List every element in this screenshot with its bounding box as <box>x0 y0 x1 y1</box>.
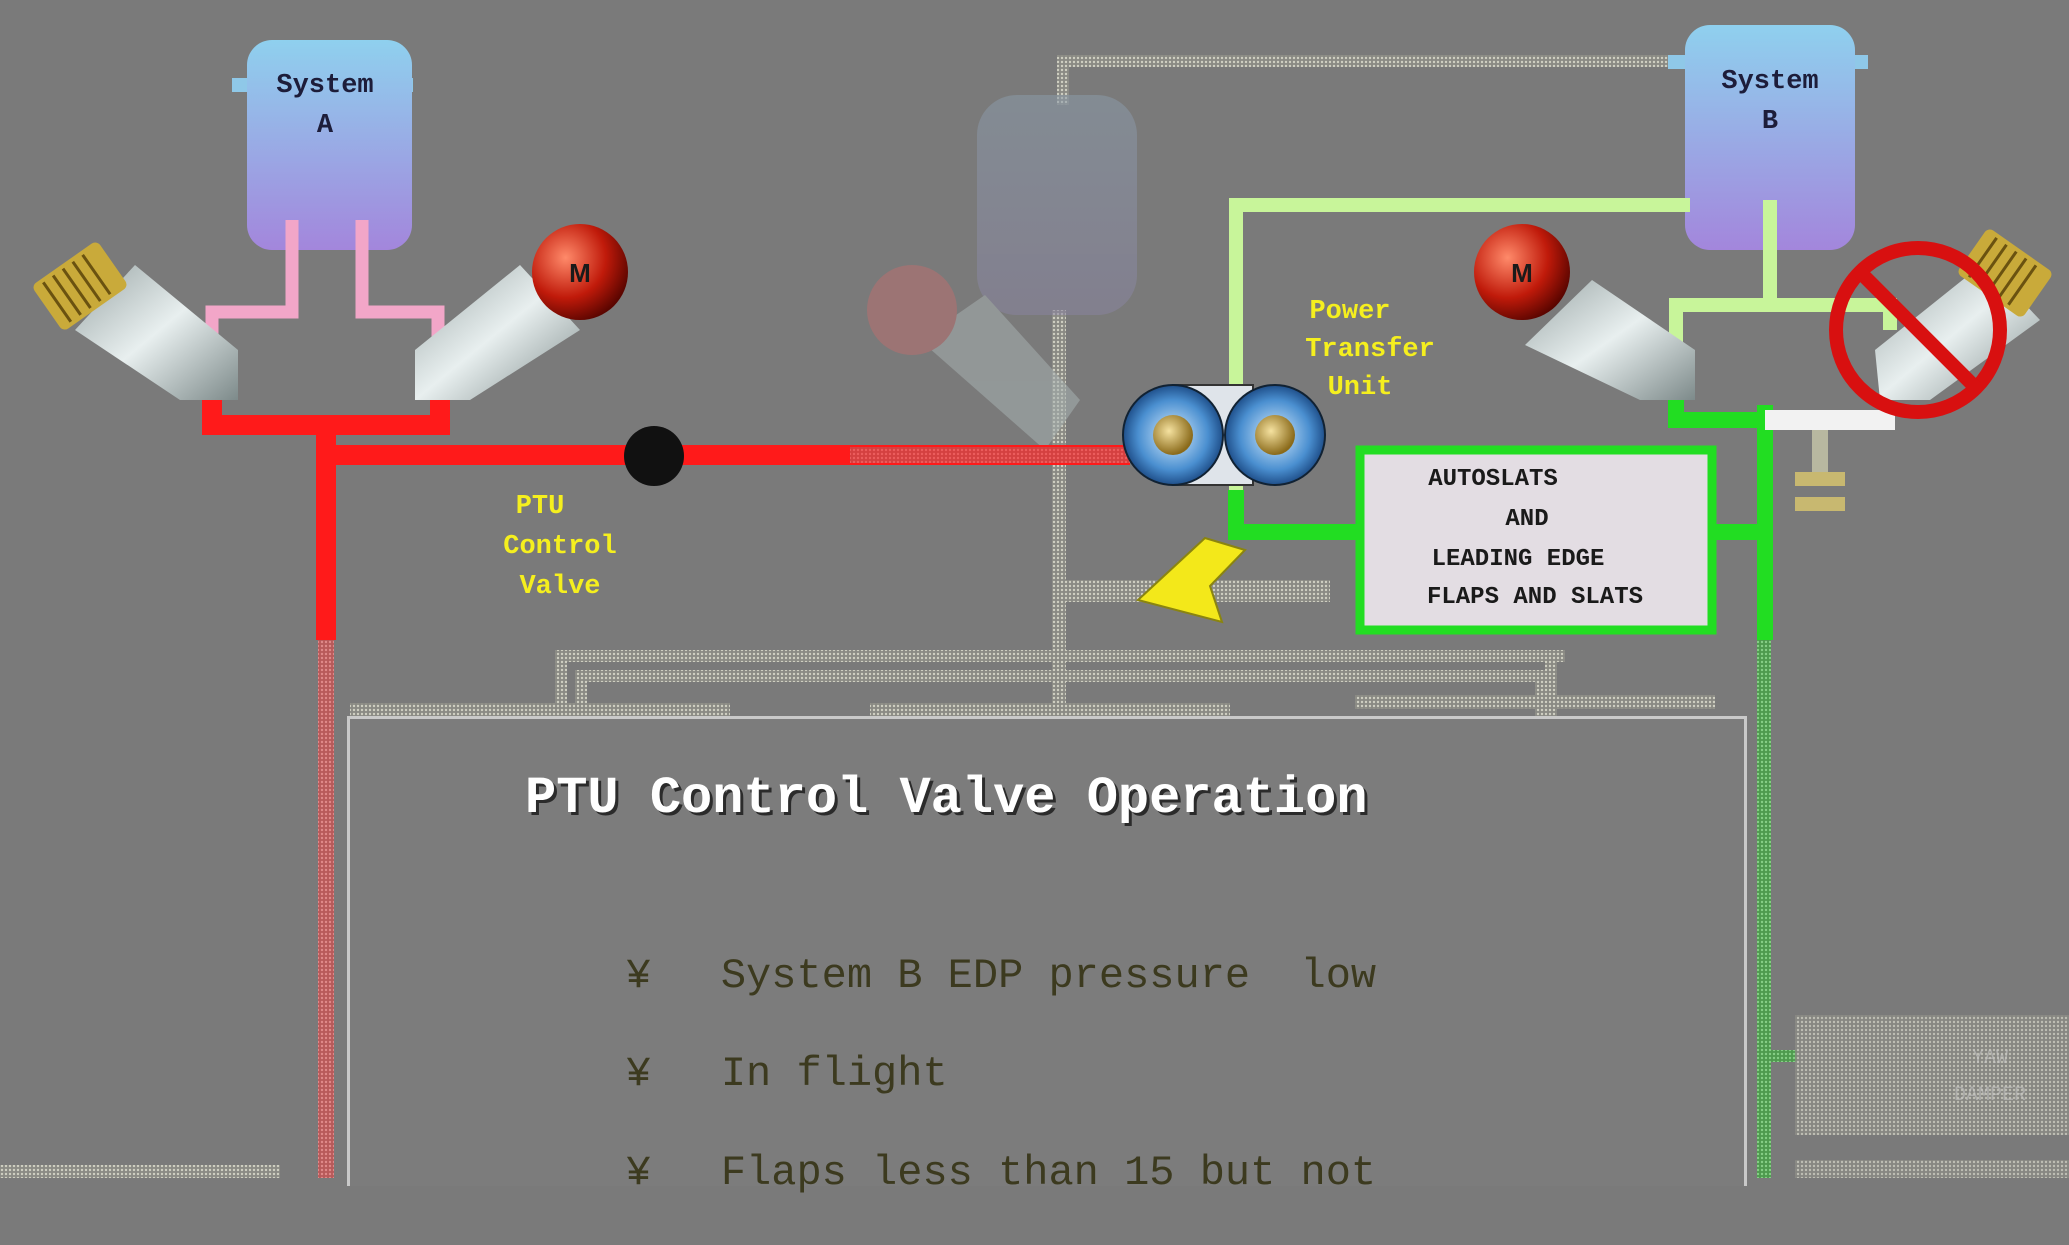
system-b-label-line-2: B <box>1762 107 1778 137</box>
autoslats-line-4: FLAPS AND SLATS <box>1427 584 1643 611</box>
ptu-control-valve-label: PTU Control Valve <box>503 492 616 602</box>
system-b-fitting <box>1795 430 1845 511</box>
system-a-left-pump <box>33 242 238 400</box>
system-b-motor-label: M <box>1511 258 1533 288</box>
ptu-operation-panel: PTU Control Valve Operation ¥ System B ED… <box>347 716 1747 1197</box>
system-b-tank: System B <box>1668 25 1868 250</box>
system-a-pressure-lines <box>202 375 1130 640</box>
autoslats-line-2: AND <box>1505 506 1548 533</box>
system-a-motor-label: M <box>569 258 591 288</box>
condition-bullet: ¥ <box>625 1050 652 1098</box>
ptu-label-line-2: Transfer <box>1305 335 1435 365</box>
faint-box-line-2: DAMPER <box>1954 1084 2026 1107</box>
arrow-pointer-icon <box>1135 536 1247 624</box>
system-a-motor-icon <box>532 224 628 320</box>
condition-item: ¥ Flaps less than 15 but not <box>525 1101 1376 1245</box>
autoslats-box: AUTOSLATS AND LEADING EDGE FLAPS AND SLA… <box>1355 445 1717 635</box>
system-b-electric-pump: M <box>1474 224 1695 400</box>
faint-box-line-1: YAW <box>1972 1047 2008 1070</box>
system-b-motor-icon <box>1474 224 1570 320</box>
ptu-label-line-3: Unit <box>1328 373 1393 403</box>
panel-title: PTU Control Valve Operation <box>525 769 1368 828</box>
power-transfer-unit-label: Power Transfer Unit <box>1305 297 1435 403</box>
power-transfer-unit <box>1122 384 1326 486</box>
system-a-label-line-2: A <box>317 111 334 141</box>
condition-bullet: ¥ <box>625 1149 652 1197</box>
faint-component-box: YAW DAMPER <box>1795 1015 2069 1178</box>
ghost-pump <box>867 95 1137 450</box>
condition-bullet: ¥ <box>625 952 652 1000</box>
system-a-electric-pump: M <box>415 224 628 400</box>
hydraulic-schematic: YAW DAMPER System A M Sy <box>0 25 2069 1178</box>
pump-inoperative-icon <box>1829 241 2007 419</box>
ptu-valve-label-line-2: Control <box>503 532 616 562</box>
condition-item: ¥ In flight <box>525 1002 948 1146</box>
autoslats-line-1: AUTOSLATS <box>1428 466 1558 493</box>
condition-text: System B EDP pressure low <box>720 952 1377 1000</box>
condition-text: Flaps less than 15 but not <box>720 1149 1377 1197</box>
system-b-blocked-line <box>1765 410 1895 430</box>
ptu-control-valve-icon <box>624 426 684 486</box>
condition-text: In flight <box>720 1050 948 1098</box>
ptu-valve-label-line-3: Valve <box>519 572 600 602</box>
condition-item: ¥ System B EDP pressure low <box>525 904 1376 1048</box>
system-b-label-line-1: System <box>1721 67 1818 97</box>
ptu-valve-label-line-1: PTU <box>516 492 565 522</box>
ptu-label-line-1: Power <box>1309 297 1390 327</box>
autoslats-line-3: LEADING EDGE <box>1432 546 1605 573</box>
system-a-label-line-1: System <box>276 71 373 101</box>
system-a-tank: System A <box>232 40 413 250</box>
